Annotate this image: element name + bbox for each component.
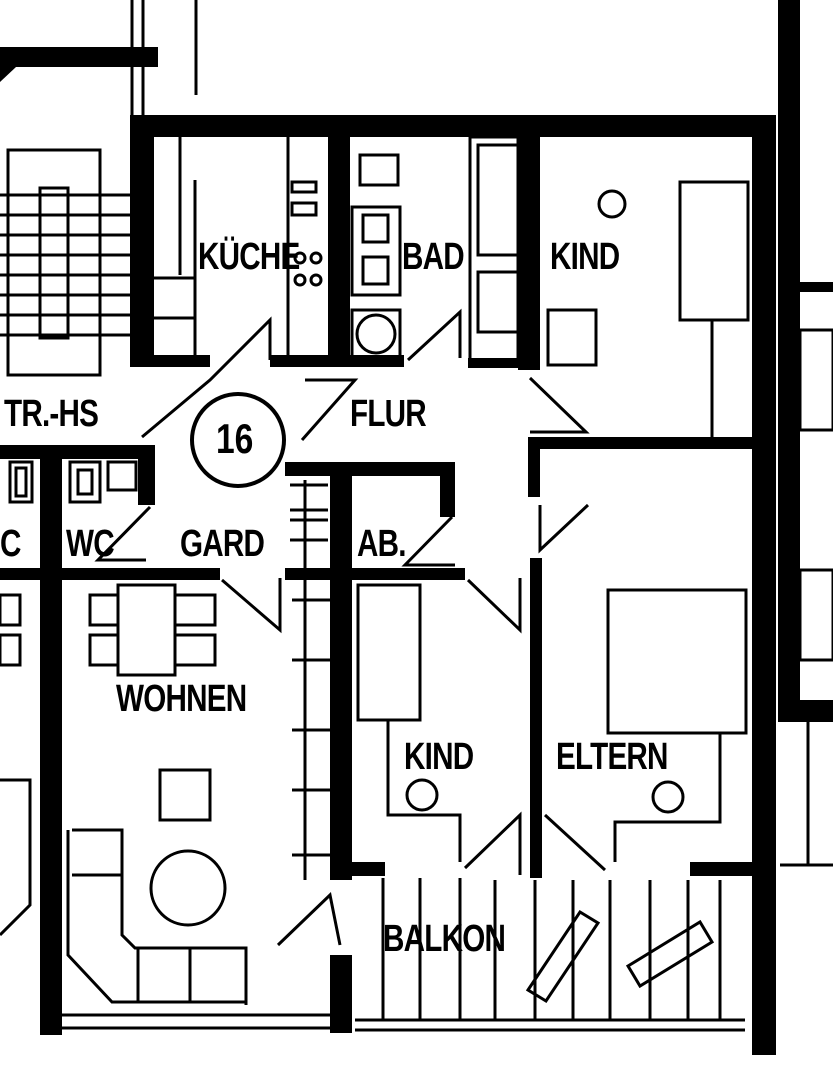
room-label-kind-top: KIND bbox=[550, 236, 620, 278]
room-label-wc-partial: C bbox=[0, 523, 21, 565]
room-label-treppenhaus: TR.-HS bbox=[4, 393, 99, 435]
room-label-ab: AB. bbox=[357, 523, 406, 565]
fixtures bbox=[0, 0, 833, 1032]
room-label-flur: FLUR bbox=[350, 393, 427, 435]
unit-marker bbox=[190, 392, 286, 488]
room-label-wc: WC bbox=[66, 523, 115, 565]
room-label-bad: BAD bbox=[402, 236, 465, 278]
room-label-kind-bottom: KIND bbox=[404, 736, 474, 778]
room-label-eltern: ELTERN bbox=[556, 736, 668, 778]
room-label-kueche: KÜCHE bbox=[198, 236, 300, 278]
unit-number: 16 bbox=[216, 415, 254, 462]
room-label-balkon: BALKON bbox=[383, 918, 506, 960]
walls bbox=[0, 0, 833, 1055]
room-label-wohnen: WOHNEN bbox=[116, 678, 247, 720]
room-label-gard: GARD bbox=[180, 523, 265, 565]
